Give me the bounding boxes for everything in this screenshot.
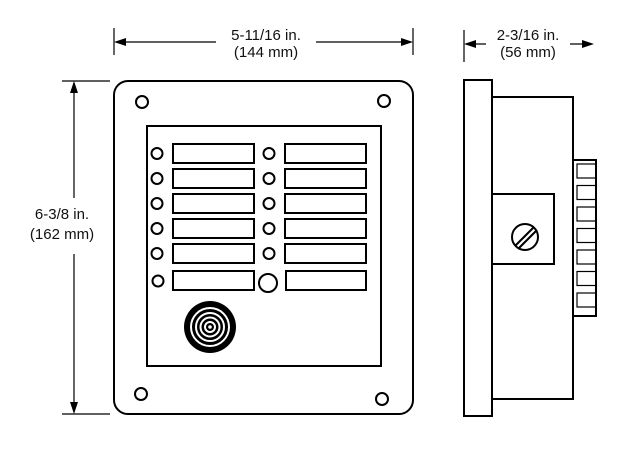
depth-arrow-right <box>582 40 594 48</box>
label-window <box>172 143 255 164</box>
indicator-led <box>262 197 276 210</box>
side-view <box>463 79 597 417</box>
terminal-pin <box>576 206 597 222</box>
label-window <box>284 243 367 264</box>
width-dimension: 5-11/16 in. (144 mm) <box>113 27 414 61</box>
terminal-pin <box>576 270 597 287</box>
terminal-pin <box>576 163 597 179</box>
width-imperial-label: 5-11/16 in. <box>231 27 301 44</box>
terminal-cover <box>491 193 555 265</box>
buzzer-icon <box>184 301 236 353</box>
indicator-led <box>262 147 276 160</box>
indicator-led <box>262 247 276 260</box>
indicator-led <box>150 172 164 185</box>
height-arrow-bottom <box>70 402 78 414</box>
center-button <box>258 273 278 293</box>
width-arrow-left <box>114 38 126 46</box>
indicator-led <box>150 222 164 235</box>
indicator-led <box>150 197 164 210</box>
depth-imperial-label: 2-3/16 in. <box>497 27 560 44</box>
height-dimension: 6-3/8 in. (162 mm) <box>30 80 110 415</box>
width-metric-label: (144 mm) <box>234 44 298 61</box>
indicator-led <box>150 147 164 160</box>
height-imperial-label: 6-3/8 in. <box>35 206 89 223</box>
label-window <box>284 168 367 189</box>
front-view <box>113 80 414 415</box>
front-panel-outline <box>113 80 414 415</box>
width-arrow-right <box>401 38 413 46</box>
label-window <box>172 193 255 214</box>
label-window <box>172 243 255 264</box>
label-window <box>172 168 255 189</box>
terminal-pin <box>576 227 597 244</box>
label-window <box>284 143 367 164</box>
label-window <box>284 193 367 214</box>
annunciator-faceplate <box>146 125 382 367</box>
mounting-hole-bottom-right <box>375 392 389 406</box>
label-window <box>285 270 367 291</box>
label-window <box>172 218 255 239</box>
terminal-pin <box>576 184 597 201</box>
label-row-group <box>150 143 367 264</box>
label-window <box>284 218 367 239</box>
height-metric-label: (162 mm) <box>30 226 94 243</box>
depth-dimension: 2-3/16 in. (56 mm) <box>463 27 594 62</box>
indicator-led <box>150 247 164 260</box>
terminal-group <box>576 163 597 308</box>
indicator-led <box>262 172 276 185</box>
indicator-led <box>151 274 165 288</box>
indicator-led <box>262 222 276 235</box>
label-window <box>172 270 255 291</box>
mounting-hole-top-right <box>377 94 391 108</box>
mounting-hole-bottom-left <box>134 387 148 401</box>
side-flange <box>463 79 493 417</box>
terminal-pin <box>576 292 597 308</box>
mounting-hole-top-left <box>135 95 149 109</box>
depth-arrow-left <box>464 40 476 48</box>
terminal-pin <box>576 249 597 265</box>
height-arrow-top <box>70 81 78 93</box>
depth-metric-label: (56 mm) <box>500 44 556 61</box>
screw-icon <box>511 223 539 251</box>
